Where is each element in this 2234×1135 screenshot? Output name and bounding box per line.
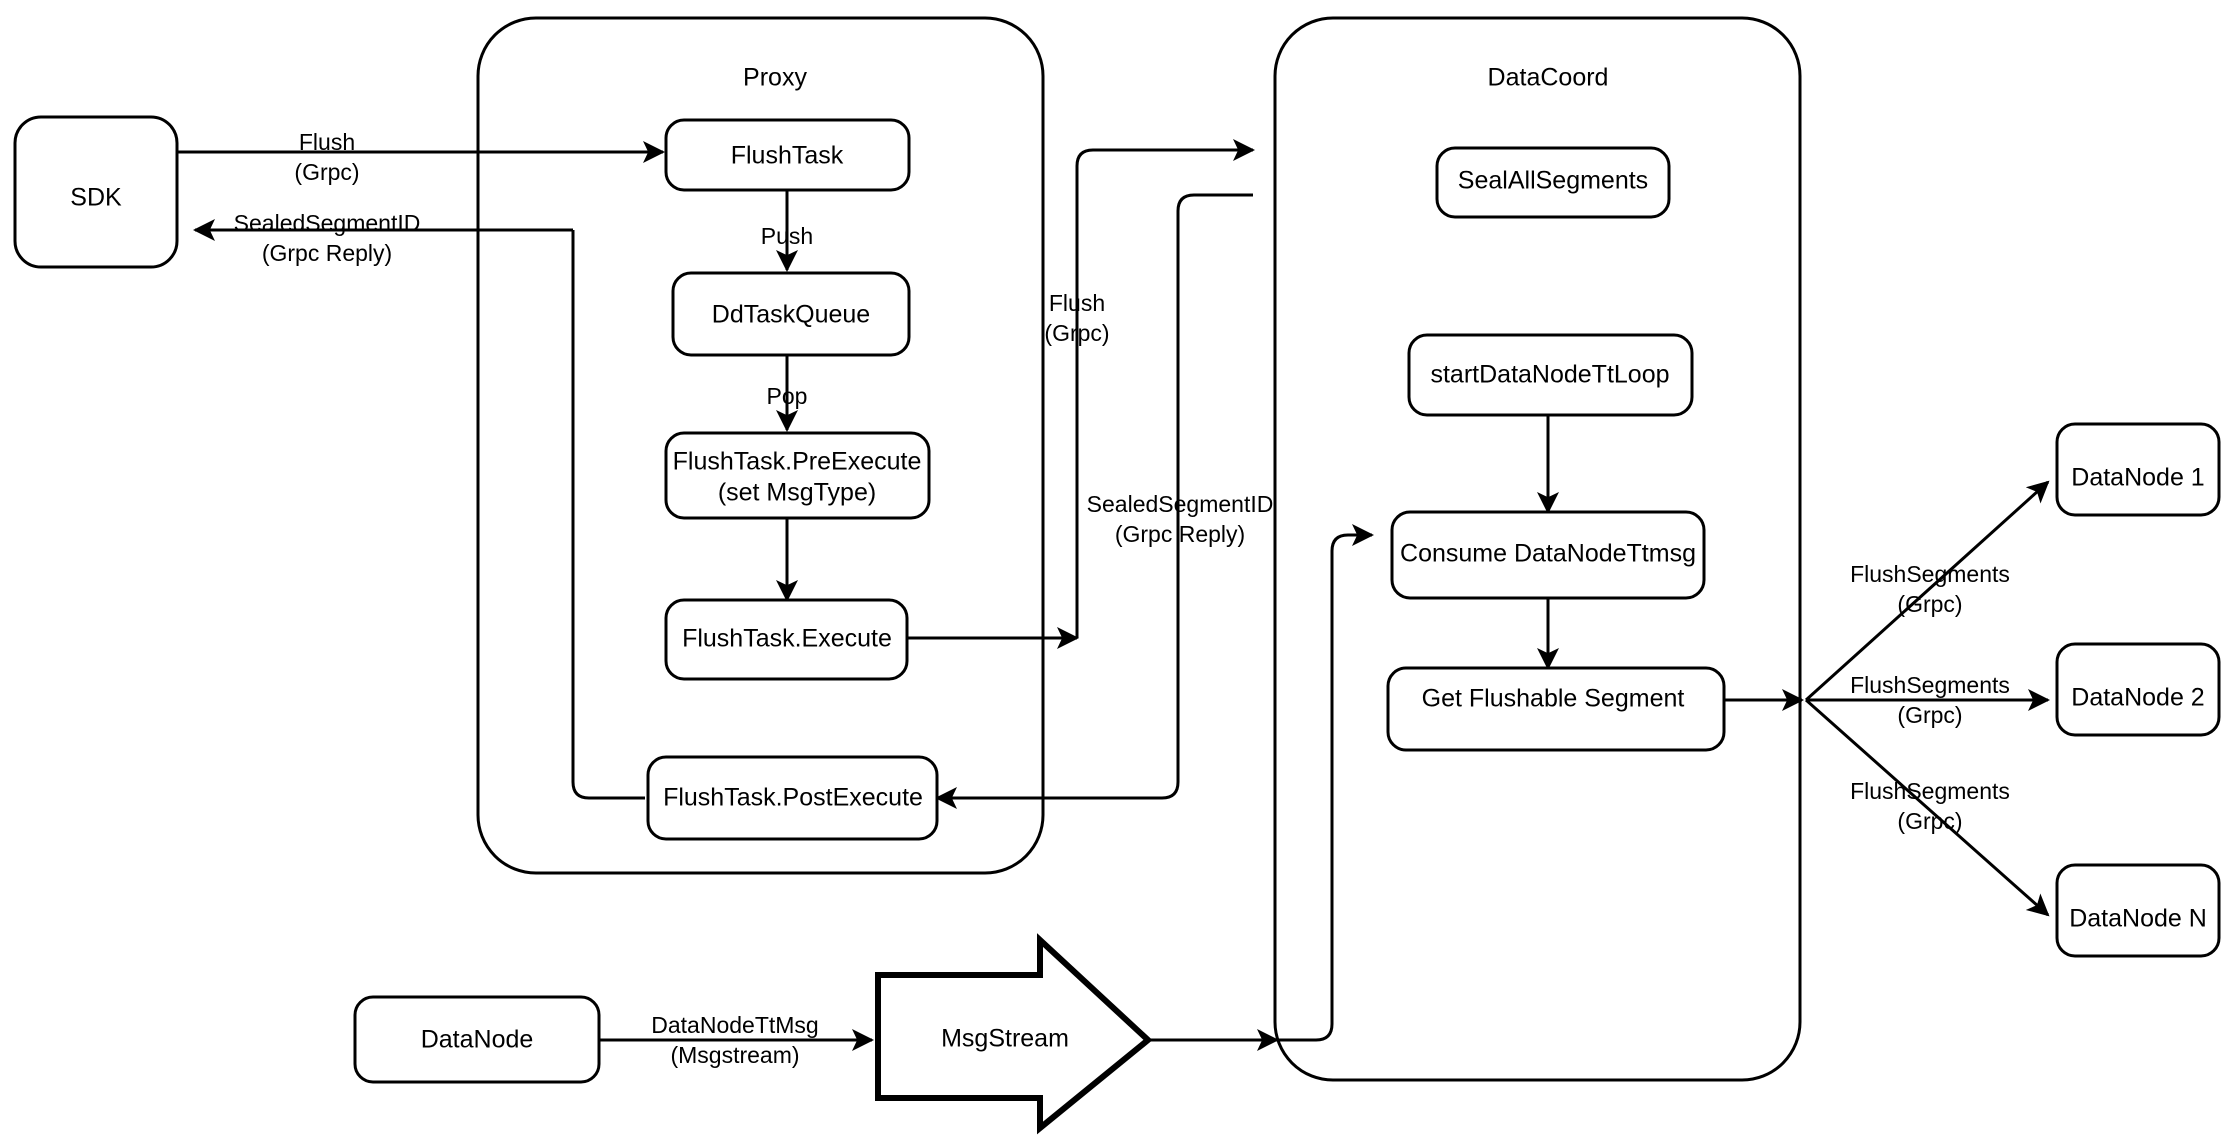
edge-label-flushsegments-2-line1: FlushSegments <box>1850 672 2010 698</box>
node-flushtask[interactable]: FlushTask <box>664 118 911 192</box>
node-flushtask-postexecute-label: FlushTask.PostExecute <box>663 784 923 812</box>
edge-label-sdk-to-proxy: Flush (Grpc) <box>294 129 359 185</box>
node-sealallsegments[interactable]: SealAllSegments <box>1435 146 1671 219</box>
node-flushtask-preexecute[interactable]: FlushTask.PreExecute (set MsgType) <box>664 431 931 520</box>
node-flushtask-postexecute[interactable]: FlushTask.PostExecute <box>646 755 939 841</box>
node-datanode-1-shape[interactable] <box>2055 422 2221 517</box>
edge-flush-grpc-to-sealallsegments <box>1075 139 1255 638</box>
edge-label-flushsegments-1-line1: FlushSegments <box>1850 561 2010 587</box>
node-msgstream[interactable]: MsgStream <box>875 933 1153 1135</box>
node-ddtaskqueue-label: DdTaskQueue <box>712 301 870 329</box>
edge-label-pop: Pop <box>767 383 808 409</box>
node-flushtask-postexecute-shape[interactable] <box>646 755 939 841</box>
edge-label-flush-grpc-line2: (Grpc) <box>1044 320 1109 346</box>
edge-label-coord-to-proxy: SealedSegmentID (Grpc Reply) <box>1087 491 1274 547</box>
edge-label-flushsegments-n-line2: (Grpc) <box>1897 808 1962 834</box>
node-get-flushable-segment-label: Get Flushable Segment <box>1422 685 1685 713</box>
node-sdk-label: SDK <box>70 184 122 212</box>
edge-datacoord-to-consume <box>1277 524 1374 1042</box>
node-flushtask-execute-shape[interactable] <box>664 598 909 681</box>
edge-label-flush-segments-1: FlushSegments (Grpc) <box>1850 561 2010 617</box>
node-datanode-source[interactable]: DataNode <box>353 995 601 1084</box>
node-flushtask-shape[interactable] <box>664 118 911 192</box>
node-get-flushable-segment-shape[interactable] <box>1386 666 1726 752</box>
node-datanode-n[interactable]: DataNode N <box>2055 863 2221 958</box>
node-flushtask-preexecute-label-line1: FlushTask.PreExecute <box>673 448 922 476</box>
node-ddtaskqueue[interactable]: DdTaskQueue <box>671 271 911 357</box>
edge-label-push: Push <box>761 223 813 249</box>
container-datacoord-title: DataCoord <box>1488 64 1609 92</box>
edge-sealedsegmentid-to-postexecute <box>935 193 1253 809</box>
node-ddtaskqueue-shape[interactable] <box>671 271 911 357</box>
edge-label-datanodettmsg-line1: DataNodeTtMsg <box>651 1012 818 1038</box>
edge-label-flushsegments-2-line2: (Grpc) <box>1897 702 1962 728</box>
edge-hub-to-datanode-n <box>1805 698 2050 917</box>
container-datacoord <box>1273 16 1802 1082</box>
node-datanode-2[interactable]: DataNode 2 <box>2055 642 2221 737</box>
node-datanode-2-label: DataNode 2 <box>2071 684 2204 712</box>
node-datanode-2-shape[interactable] <box>2055 642 2221 737</box>
node-sealallsegments-shape[interactable] <box>1435 146 1671 219</box>
edge-label-proxy-to-coord: Flush (Grpc) <box>1044 290 1109 346</box>
node-datanode-1-label: DataNode 1 <box>2071 464 2204 492</box>
edge-label-flush-line1: Flush <box>299 129 355 155</box>
edge-label-datanode-ttmsg: DataNodeTtMsg (Msgstream) <box>651 1012 818 1068</box>
node-datanode-1[interactable]: DataNode 1 <box>2055 422 2221 517</box>
edge-label-proxy-to-sdk: SealedSegmentID (Grpc Reply) <box>234 210 421 266</box>
node-flushtask-label: FlushTask <box>731 142 844 170</box>
node-sdk[interactable]: SDK <box>13 115 179 269</box>
node-startdatanodettloop[interactable]: startDataNodeTtLoop <box>1407 333 1694 417</box>
node-datanode-n-shape[interactable] <box>2055 863 2221 958</box>
container-proxy-title: Proxy <box>743 64 807 92</box>
edge-label-flushsegments-n-line1: FlushSegments <box>1850 778 2010 804</box>
node-flushtask-preexecute-shape[interactable] <box>664 431 931 520</box>
edge-label-flushsegments-1-line2: (Grpc) <box>1897 591 1962 617</box>
node-startdatanodettloop-label: startDataNodeTtLoop <box>1430 361 1669 389</box>
node-flushtask-execute[interactable]: FlushTask.Execute <box>664 598 909 681</box>
node-sdk-shape[interactable] <box>13 115 179 269</box>
node-startdatanodettloop-shape[interactable] <box>1407 333 1694 417</box>
edge-label-datanodettmsg-line2: (Msgstream) <box>670 1042 799 1068</box>
edge-label-flush-segments-2: FlushSegments (Grpc) <box>1850 672 2010 728</box>
node-consume-datanodettmsg[interactable]: Consume DataNodeTtmsg <box>1390 510 1706 600</box>
node-datanode-source-shape[interactable] <box>353 995 601 1084</box>
edge-label-sealedsegmentid-line2: (Grpc Reply) <box>262 240 392 266</box>
node-consume-datanodettmsg-shape[interactable] <box>1390 510 1706 600</box>
edge-postexecute-return-riser <box>571 230 645 800</box>
node-msgstream-label: MsgStream <box>941 1025 1069 1053</box>
node-get-flushable-segment[interactable]: Get Flushable Segment <box>1386 666 1726 752</box>
edge-label-sealedsegmentid-grpc-line2: (Grpc Reply) <box>1115 521 1245 547</box>
node-datanode-n-label: DataNode N <box>2069 905 2207 933</box>
edge-hub-to-datanode-1 <box>1804 480 2050 702</box>
edge-label-sealedsegmentid-line1: SealedSegmentID <box>234 210 421 236</box>
container-proxy <box>476 16 1045 875</box>
node-flushtask-execute-label: FlushTask.Execute <box>682 625 892 653</box>
node-datanode-source-label: DataNode <box>421 1026 534 1054</box>
node-sealallsegments-label: SealAllSegments <box>1458 167 1648 195</box>
edge-label-flush-segments-n: FlushSegments (Grpc) <box>1850 778 2010 834</box>
node-msgstream-shape[interactable] <box>875 933 1153 1135</box>
edge-label-flush-grpc-line1: Flush <box>1049 290 1105 316</box>
node-flushtask-preexecute-label-line2: (set MsgType) <box>718 479 876 507</box>
edge-label-sealedsegmentid-grpc-line1: SealedSegmentID <box>1087 491 1274 517</box>
node-consume-datanodettmsg-label: Consume DataNodeTtmsg <box>1400 540 1696 568</box>
edge-label-flush-line2: (Grpc) <box>294 159 359 185</box>
